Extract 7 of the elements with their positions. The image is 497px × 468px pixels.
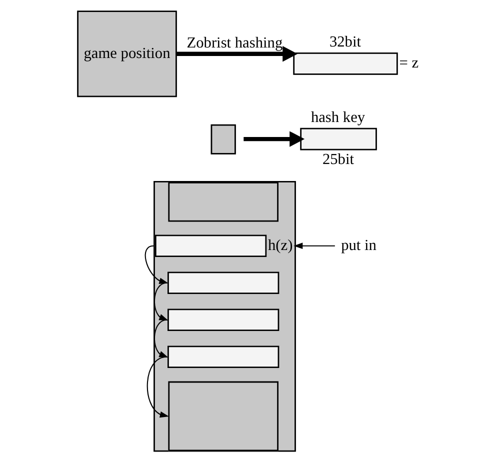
- node-label: 25bit: [322, 150, 354, 168]
- edge-label: Zobrist hashing: [186, 34, 282, 52]
- node-text: put in: [340, 236, 376, 254]
- node-label: = z: [398, 54, 418, 72]
- node-label: h(z): [268, 236, 292, 254]
- node-label: hash key: [310, 109, 365, 126]
- node-label: 32bit: [328, 34, 360, 51]
